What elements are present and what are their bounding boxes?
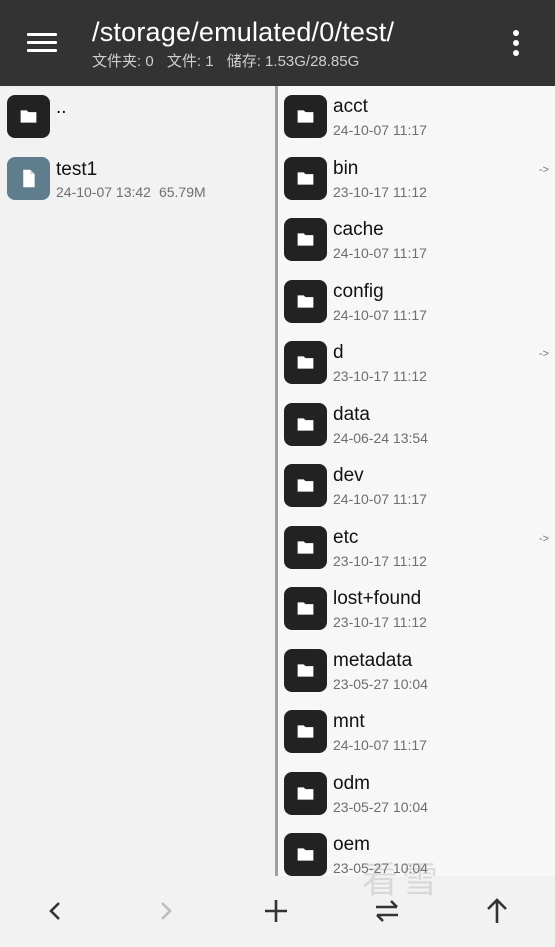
item-date: 24-06-24 13:54 [333,430,428,446]
item-name: config [333,281,384,302]
symlink-indicator: -> [538,348,549,360]
item-date: 23-10-17 11:12 [333,614,427,630]
item-name: data [333,404,370,425]
item-name: .. [56,97,67,118]
list-item-folder[interactable]: bin 23-10-17 11:12 -> [278,154,555,214]
list-item-folder[interactable]: etc 23-10-17 11:12 -> [278,523,555,583]
list-item-folder[interactable]: data 24-06-24 13:54 [278,400,555,460]
folder-count: 文件夹: 0 [92,53,154,70]
list-item-folder[interactable]: dev 24-10-07 11:17 [278,461,555,521]
arrow-up-icon[interactable] [480,894,514,928]
list-item-folder[interactable]: config 24-10-07 11:17 [278,277,555,337]
storage-usage: 储存: 1.53G/28.85G [226,53,360,70]
file-count: 文件: 1 [166,53,214,70]
item-size: 65.79M [158,184,206,200]
symlink-indicator: -> [538,164,549,176]
item-date: 24-10-07 11:17 [333,245,427,261]
chevron-right-icon[interactable] [149,894,183,928]
item-meta: 24-10-07 13:42 65.79M [56,184,206,201]
list-item-folder[interactable]: mnt 24-10-07 11:17 [278,707,555,767]
folder-icon [284,772,327,815]
folder-icon [284,587,327,630]
right-file-pane: acct 24-10-07 11:17 bin 23-10-17 11:12 -… [278,86,555,876]
item-name: bin [333,158,359,179]
list-item-folder[interactable]: lost+found 23-10-17 11:12 [278,584,555,644]
swap-icon[interactable] [370,894,404,928]
item-name: odm [333,773,370,794]
chevron-left-icon[interactable] [38,894,72,928]
item-name: lost+found [333,588,422,609]
folder-icon [284,341,327,384]
item-name: acct [333,96,368,117]
left-file-pane: .. test1 24-10-07 13:42 65.79M [0,86,275,876]
item-name: oem [333,834,370,855]
list-item-folder[interactable]: odm 23-05-27 10:04 [278,769,555,829]
list-item-folder[interactable]: d 23-10-17 11:12 -> [278,338,555,398]
item-date: 23-05-27 10:04 [333,676,428,692]
folder-icon [7,95,50,138]
list-item-folder[interactable]: acct 24-10-07 11:17 [278,92,555,152]
item-date: 23-05-27 10:04 [333,799,428,815]
current-path: /storage/emulated/0/test/ [92,17,395,47]
path-summary: 文件夹: 0 文件: 1 储存: 1.53G/28.85G [92,53,368,71]
folder-icon [284,95,327,138]
list-item-folder[interactable]: metadata 23-05-27 10:04 [278,646,555,706]
folder-icon [284,710,327,753]
item-name: metadata [333,650,413,671]
item-date: 23-05-27 10:04 [333,860,428,876]
item-date: 23-10-17 11:12 [333,184,427,200]
pane-divider[interactable] [275,86,278,876]
item-name: test1 [56,159,98,180]
plus-icon[interactable] [259,894,293,928]
folder-icon [284,526,327,569]
item-date: 23-10-17 11:12 [333,553,427,569]
item-name: dev [333,465,364,486]
folder-icon [284,157,327,200]
item-date: 23-10-17 11:12 [333,368,427,384]
list-item-parent-dir[interactable]: .. [0,92,275,152]
folder-icon [284,464,327,507]
folder-icon [284,403,327,446]
item-date: 24-10-07 11:17 [333,491,427,507]
item-name: mnt [333,711,365,732]
item-date: 24-10-07 11:17 [333,307,427,323]
list-item-folder[interactable]: oem 23-05-27 10:04 [278,830,555,876]
watermark-text: 看雪 [362,859,443,900]
item-date: 24-10-07 13:42 [56,184,151,200]
folder-icon [284,833,327,876]
symlink-indicator: -> [538,533,549,545]
item-name: d [333,342,344,363]
list-item-folder[interactable]: cache 24-10-07 11:17 [278,215,555,275]
item-date: 24-10-07 11:17 [333,122,427,138]
folder-icon [284,280,327,323]
folder-icon [284,649,327,692]
folder-icon [284,218,327,261]
list-item-file[interactable]: test1 24-10-07 13:42 65.79M [0,154,275,214]
item-name: etc [333,527,359,548]
more-vert-icon[interactable] [505,28,527,58]
file-icon [7,157,50,200]
bottom-toolbar [0,876,555,947]
app-bar: /storage/emulated/0/test/ 文件夹: 0 文件: 1 储… [0,0,555,86]
item-name: cache [333,219,384,240]
item-date: 24-10-07 11:17 [333,737,427,753]
hamburger-menu-icon[interactable] [27,33,57,53]
